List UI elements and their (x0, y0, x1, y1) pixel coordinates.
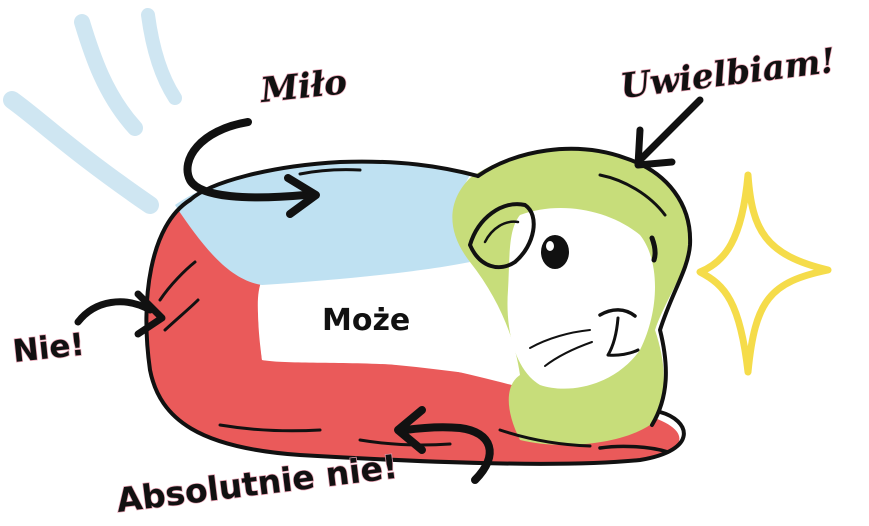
label-pleasant: Miło (258, 62, 349, 111)
label-no: Nie! (11, 327, 86, 370)
far-eye (652, 238, 655, 260)
label-absolutely-not: Absolutnie nie! (114, 447, 400, 520)
label-maybe: Może (322, 303, 410, 338)
arrow-love-icon (642, 100, 700, 158)
sparkle-star-icon (700, 175, 828, 372)
decorative-brush-strokes (12, 15, 175, 205)
label-love: Uwielbiam! (618, 41, 837, 107)
brush-stroke (82, 22, 135, 128)
eye (541, 235, 569, 269)
arrow-no-icon (78, 302, 150, 322)
eye-highlight (546, 241, 554, 251)
brush-stroke (148, 15, 175, 98)
